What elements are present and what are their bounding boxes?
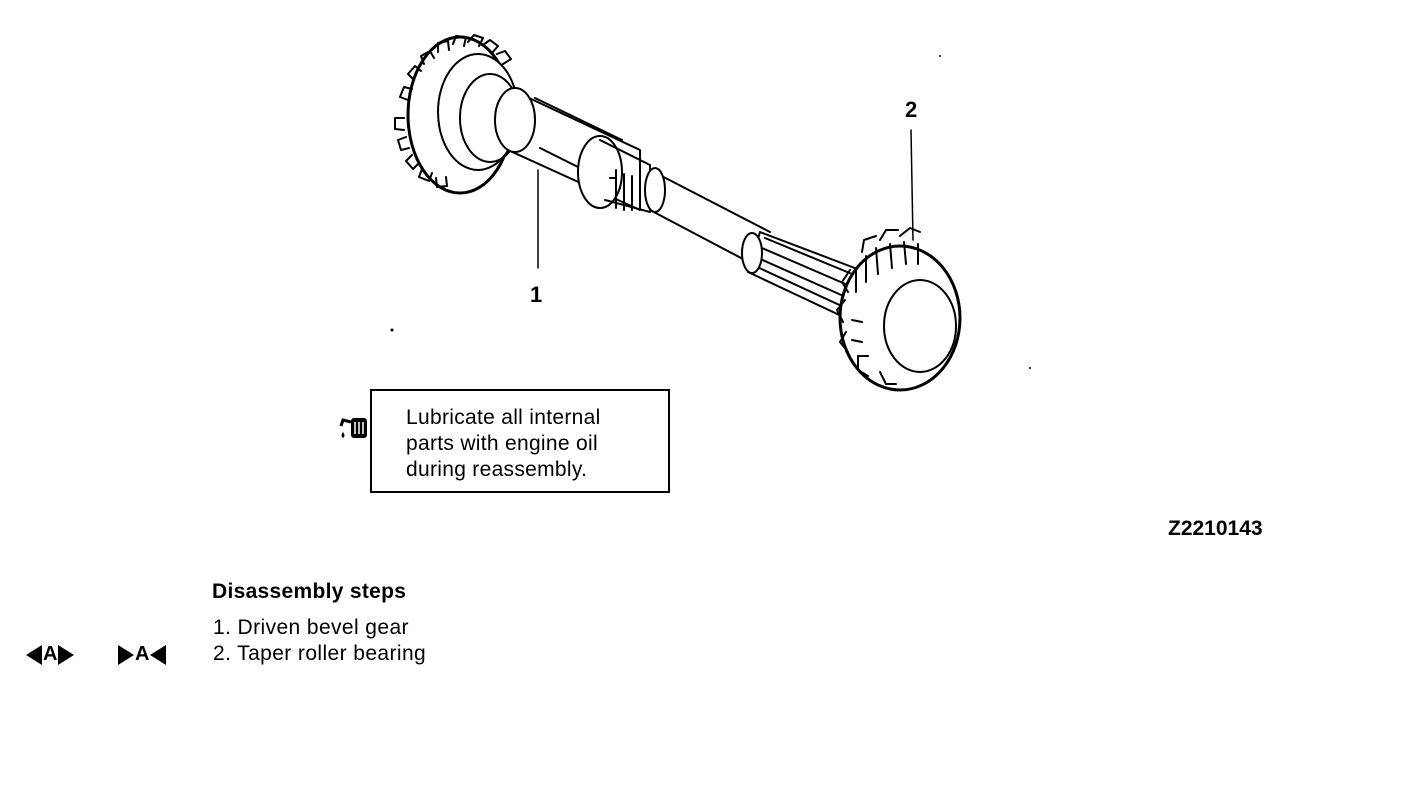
removal-marker-label: A (43, 643, 58, 665)
left-triangle-icon (150, 644, 167, 665)
note-line-3: during reassembly. (406, 458, 588, 481)
steps-heading: Disassembly steps (212, 580, 407, 603)
right-triangle-icon (58, 644, 75, 665)
installation-marker: A (118, 643, 167, 666)
note-text: Lubricate all internal parts with engine… (406, 405, 601, 483)
pinion-shaft (494, 87, 861, 321)
note-line-2: parts with engine oil (406, 432, 598, 455)
callout-2: 2 (905, 97, 918, 122)
oil-can-icon (339, 418, 367, 438)
step-item-1: 1. Driven bevel gear (213, 616, 409, 639)
figure-code: Z2210143 (1168, 517, 1263, 540)
removal-marker: A (26, 643, 75, 666)
taper-roller-bearing (836, 227, 962, 392)
step-item-2: 2. Taper roller bearing (213, 642, 427, 665)
callout-1: 1 (530, 282, 543, 307)
lubrication-note: Lubricate all internal parts with engine… (370, 389, 670, 493)
note-line-1: Lubricate all internal (406, 406, 601, 429)
left-triangle-icon (26, 644, 42, 665)
driven-bevel-gear (394, 34, 521, 195)
installation-marker-label: A (135, 643, 150, 665)
right-triangle-icon (118, 644, 134, 665)
